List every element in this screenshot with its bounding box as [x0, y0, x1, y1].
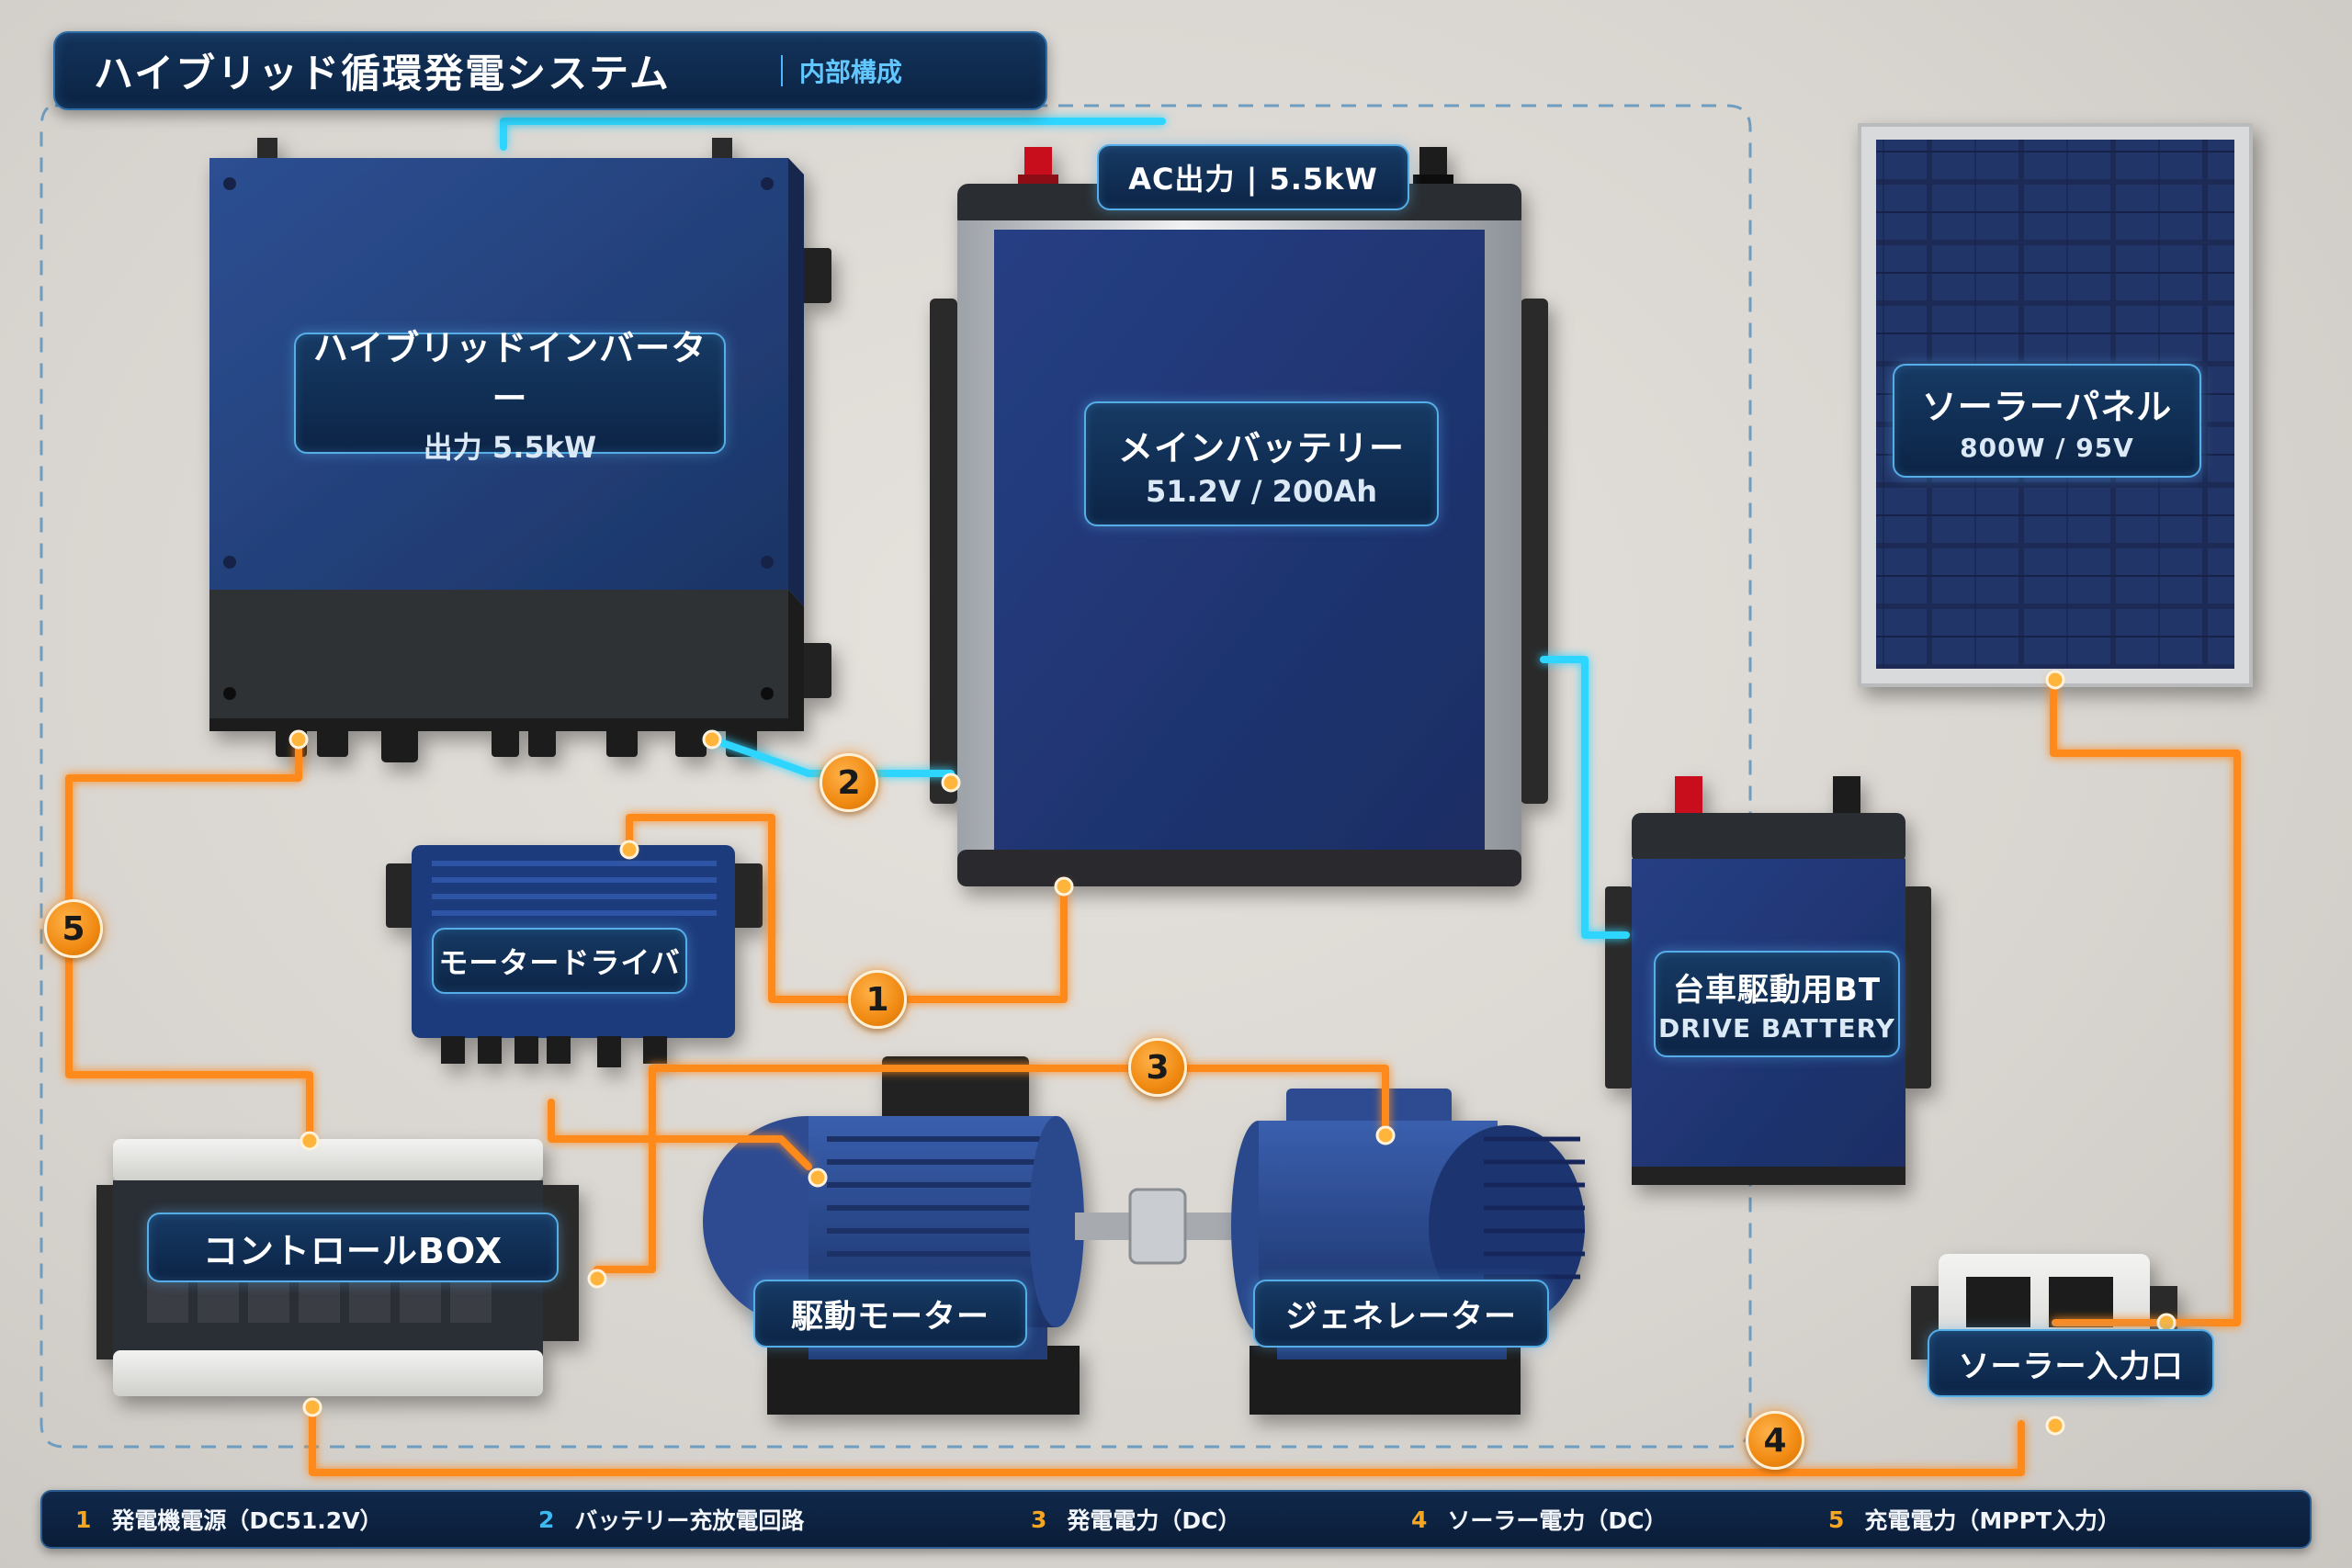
- legend-text-5: 充電電力（MPPT入力）: [1864, 1507, 2120, 1534]
- legend-text-4: ソーラー電力（DC）: [1447, 1507, 1668, 1534]
- drive-battery-name-en: DRIVE BATTERY: [1658, 1013, 1895, 1043]
- solar-panel-name: ソーラーパネル: [1921, 387, 2173, 427]
- motor-driver-name: モータードライバ: [438, 945, 681, 980]
- legend-item-3: 3 発電電力（DC）: [1031, 1492, 1241, 1547]
- marker-2: 2: [820, 753, 878, 812]
- marker-5: 5: [44, 899, 103, 958]
- coupling-shaft: [1075, 1188, 1240, 1265]
- legend-num-3: 3: [1031, 1506, 1047, 1533]
- generator-label: ジェネレーター: [1253, 1280, 1549, 1348]
- control-box-label: コントロールBOX: [147, 1213, 559, 1282]
- legend-text-1: 発電機電源（DC51.2V）: [111, 1507, 383, 1534]
- main-battery-label: メインバッテリー 51.2V / 200Ah: [1084, 401, 1439, 526]
- control-box-name: コントロールBOX: [202, 1230, 503, 1271]
- enclosure-boundary: [40, 104, 1752, 1449]
- drive-motor-device: [703, 1056, 1084, 1415]
- ac-output-badge: AC出力 | 5.5kW: [1097, 144, 1409, 210]
- solar-panel-label: ソーラーパネル 800W / 95V: [1893, 364, 2201, 478]
- legend-item-2: 2 バッテリー充放電回路: [538, 1492, 804, 1547]
- legend-item-4: 4 ソーラー電力（DC）: [1411, 1492, 1668, 1547]
- legend-text-3: 発電電力（DC）: [1067, 1507, 1241, 1534]
- page-subtitle: 内部構成: [798, 57, 902, 87]
- solar-input-label: ソーラー入力口: [1928, 1329, 2214, 1397]
- marker-1: 1: [848, 970, 907, 1029]
- inverter-label: ハイブリッドインバーター 出力 5.5kW: [294, 328, 726, 465]
- main-battery-spec: 51.2V / 200Ah: [1145, 473, 1378, 509]
- cyan-wires: [500, 118, 1630, 939]
- motor-driver-label: モータードライバ: [432, 928, 687, 994]
- legend-num-1: 1: [75, 1506, 92, 1533]
- legend-num-4: 4: [1411, 1506, 1428, 1533]
- generator-name: ジェネレーター: [1284, 1298, 1517, 1336]
- main-battery-device: [930, 147, 1548, 886]
- legend-item-5: 5 充電電力（MPPT入力）: [1828, 1492, 2120, 1547]
- legend-text-2: バッテリー充放電回路: [574, 1507, 805, 1534]
- page-title: ハイブリッド循環発電システム: [94, 51, 671, 97]
- legend-num-2: 2: [538, 1506, 555, 1533]
- title-divider: [780, 55, 783, 86]
- inverter-spec: 出力 5.5kW: [423, 430, 597, 465]
- inverter-name: ハイブリッドインバーター: [312, 328, 707, 419]
- legend-bar: 1 発電機電源（DC51.2V） 2 バッテリー充放電回路 3 発電電力（DC）…: [40, 1490, 2312, 1549]
- legend-item-1: 1 発電機電源（DC51.2V）: [75, 1492, 383, 1547]
- ac-output-label: AC出力 | 5.5kW: [1128, 162, 1378, 197]
- drive-battery-name: 台車駆動用BT: [1672, 972, 1882, 1009]
- marker-3: 3: [1128, 1038, 1187, 1097]
- connection-points: [288, 670, 2177, 1436]
- marker-4: 4: [1746, 1411, 1804, 1470]
- drive-battery-label: 台車駆動用BT DRIVE BATTERY: [1654, 951, 1900, 1057]
- drive-motor-name: 駆動モーター: [790, 1298, 989, 1336]
- generator-device: [1231, 1089, 1585, 1415]
- main-battery-name: メインバッテリー: [1117, 427, 1405, 468]
- legend-num-5: 5: [1828, 1506, 1845, 1533]
- drive-motor-label: 駆動モーター: [753, 1280, 1027, 1348]
- solar-panel-spec: 800W / 95V: [1960, 433, 2134, 463]
- solar-input-name: ソーラー入力口: [1958, 1348, 2184, 1385]
- header-bar: ハイブリッド循環発電システム 内部構成: [53, 31, 1047, 110]
